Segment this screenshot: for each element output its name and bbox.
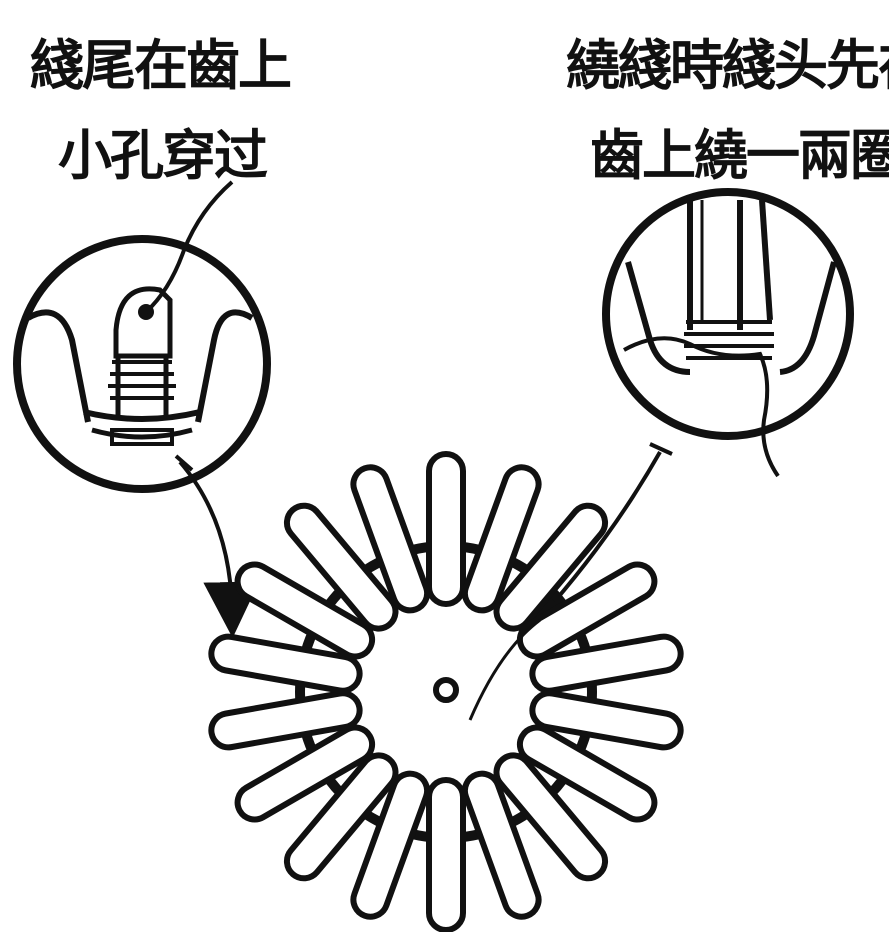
left-arrow (174, 454, 260, 638)
right-annotation-line-2: 齒上繞一兩圈 (590, 123, 889, 187)
armature-gear (208, 451, 684, 932)
gear-tooth (426, 451, 466, 607)
gear-tooth (516, 561, 658, 660)
gear-tooth (529, 690, 684, 751)
gear-tooth (350, 464, 431, 614)
left-detail-circle (13, 180, 271, 493)
gear-tooth (426, 777, 466, 932)
right-detail-circle (602, 188, 854, 478)
gear-tooth (461, 464, 542, 614)
gear-tooth (283, 752, 399, 882)
gear-tooth (283, 502, 399, 632)
wire-lead (468, 618, 541, 721)
right-annotation-line-1: 繞綫時綫头先在 (566, 33, 889, 97)
gear-teeth (208, 451, 684, 932)
gear-tooth (234, 561, 376, 660)
gear-tooth (493, 752, 609, 882)
gear-tooth (529, 633, 684, 694)
gear-hub-hole (433, 677, 459, 703)
left-annotation-line-2: 小孔穿过 (58, 123, 268, 187)
gear-tooth (350, 770, 431, 920)
gear-tooth (516, 724, 658, 823)
gear-tooth (208, 633, 363, 694)
gear-tooth (461, 770, 542, 920)
gear-tooth (493, 502, 609, 632)
gear-tooth (208, 690, 363, 751)
left-annotation-line-1: 綫尾在齒上 (30, 33, 292, 97)
gear-tooth (234, 724, 376, 823)
